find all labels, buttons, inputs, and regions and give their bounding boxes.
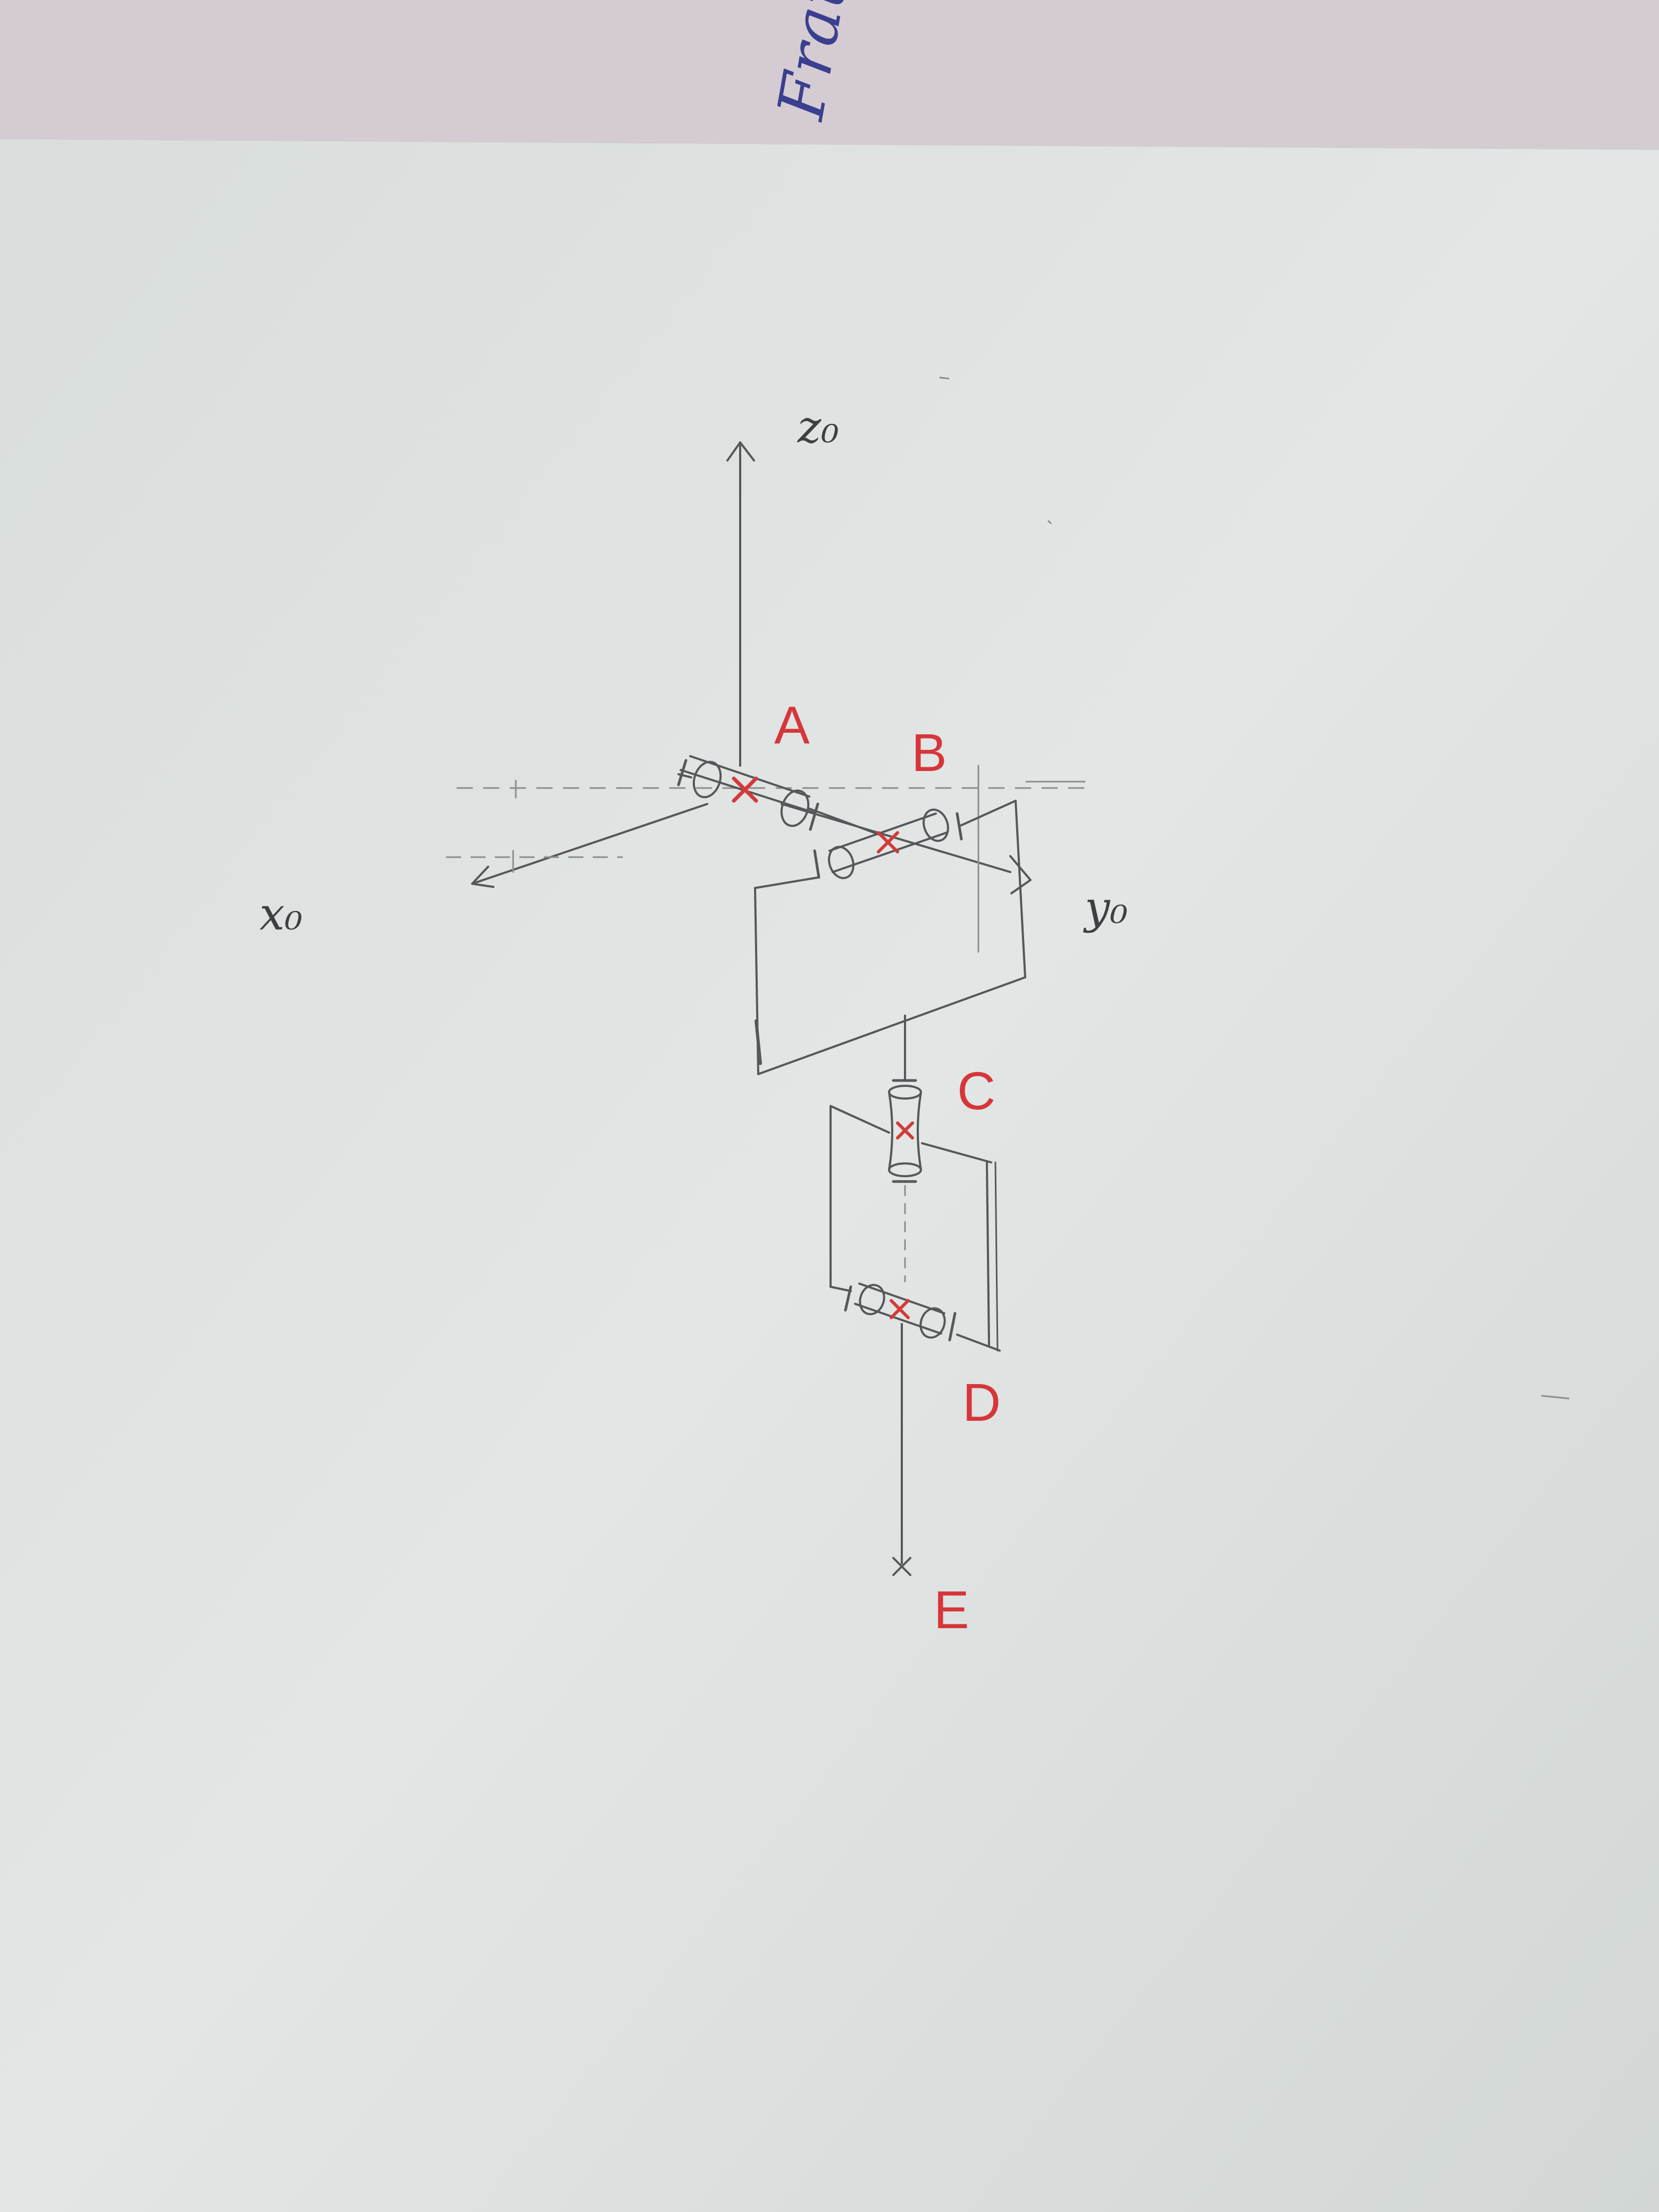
link-cd-frame (830, 1105, 1001, 1352)
x-axis-line (471, 803, 708, 885)
backing-sheet (0, 0, 1659, 144)
joint-c-marker (896, 1121, 914, 1139)
y-axis-arrowhead (1009, 855, 1032, 894)
joint-c-revolute (888, 1079, 922, 1283)
paper-speck (939, 376, 950, 380)
joint-b-marker (877, 831, 899, 853)
paper-speck (1541, 1395, 1570, 1400)
z-axis-arrowhead (726, 441, 755, 462)
link-bc-frame (754, 800, 1026, 1075)
label-b: B (911, 723, 947, 783)
label-c: C (957, 1061, 995, 1121)
joint-b-revolute (813, 800, 1017, 879)
x-axis-arrowhead (471, 866, 495, 888)
joint-a-revolute (677, 755, 819, 831)
joint-a-marker (732, 776, 758, 803)
joint-d-revolute (844, 1283, 957, 1342)
label-a: A (774, 696, 810, 755)
paper-speck (1048, 520, 1052, 524)
label-e: E (934, 1580, 969, 1640)
joint-d-marker (890, 1299, 910, 1319)
y-axis-line (781, 803, 1011, 873)
label-d: D (962, 1373, 1001, 1432)
z-axis-label: z₀ (797, 401, 839, 453)
x-axis-label: x₀ (259, 888, 303, 940)
point-e-marker (892, 1557, 911, 1576)
link-ab (807, 807, 884, 837)
y-axis-label: y₀ (1083, 882, 1128, 934)
